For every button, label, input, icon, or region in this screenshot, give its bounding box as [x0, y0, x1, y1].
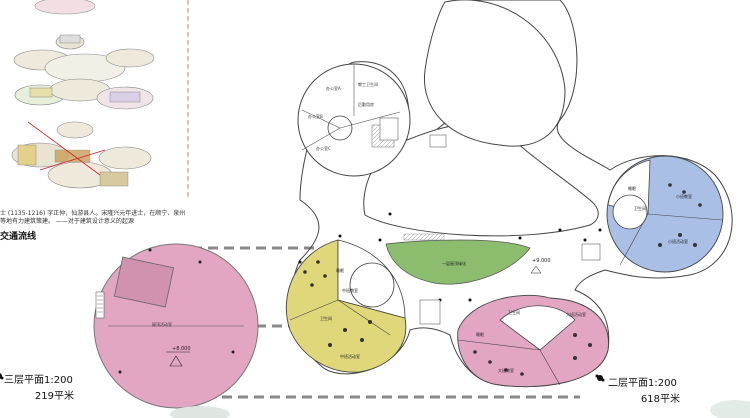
third-floor-room-label: 屋顶活动室	[152, 321, 172, 327]
room-office-c: 后勤用房	[358, 101, 374, 107]
second-floor-label: 二层平面1:200 618平米	[608, 371, 680, 405]
room-office-d: 办公室B	[308, 113, 323, 119]
stairs	[379, 117, 601, 325]
second-floor-outline	[291, 0, 733, 388]
second-floor-area: 618平米	[640, 394, 680, 405]
room-blue-4: 睡眠	[628, 185, 636, 191]
yellow-classroom	[285, 239, 407, 373]
third-floor-area: 219平米	[34, 391, 74, 402]
room-pink-3: 卫生间	[508, 309, 520, 315]
third-floor-plan	[93, 243, 259, 409]
blue-classroom	[606, 155, 724, 273]
second-floor-title: 二层平面1:200	[608, 378, 677, 389]
room-yellow-4: 睡眠	[336, 267, 344, 273]
room-office-e: 办公室C	[316, 145, 331, 151]
room-blue-2: 卫生间	[634, 205, 646, 211]
room-pink-1: 大班教室	[498, 367, 514, 373]
room-blue-3: 小班活动室	[668, 238, 688, 244]
axon-level-2	[14, 78, 154, 110]
room-office-b: 教工卫生间	[358, 81, 378, 87]
second-floor-elevation: +9.000	[532, 258, 551, 264]
north-compass-icon	[0, 373, 4, 380]
section-title: 交通流线	[0, 232, 37, 242]
room-pink-2: 大班活动室	[566, 311, 586, 317]
room-green: 一层屋顶绿化	[442, 260, 466, 266]
axonometric-diagrams	[11, 0, 155, 189]
room-yellow-3: 卫生间	[320, 315, 332, 321]
column-dots	[298, 212, 602, 302]
green-roof	[385, 233, 531, 285]
historical-note: 士 (1135-1216) 字正仲，仙游县人。宋隆兴元年进士，在顺宁、泉州等地有…	[0, 210, 186, 225]
room-blue-1: 小班教室	[676, 193, 692, 199]
third-floor-label: 三层平面1:200 219平米	[4, 368, 74, 402]
axon-traffic-flow	[11, 121, 152, 189]
third-floor-title: 三层平面1:200	[4, 375, 73, 386]
room-office-a: 办公室A	[326, 85, 341, 91]
north-compass-icon	[595, 374, 605, 382]
pink-classroom	[457, 294, 609, 388]
axon-level-1	[13, 34, 155, 83]
room-yellow-2: 中班活动室	[340, 353, 360, 359]
third-floor-elevation: +8.000	[172, 346, 191, 352]
room-pink-4: 睡眠	[476, 331, 484, 337]
room-yellow-1: 中班教室	[342, 287, 358, 293]
